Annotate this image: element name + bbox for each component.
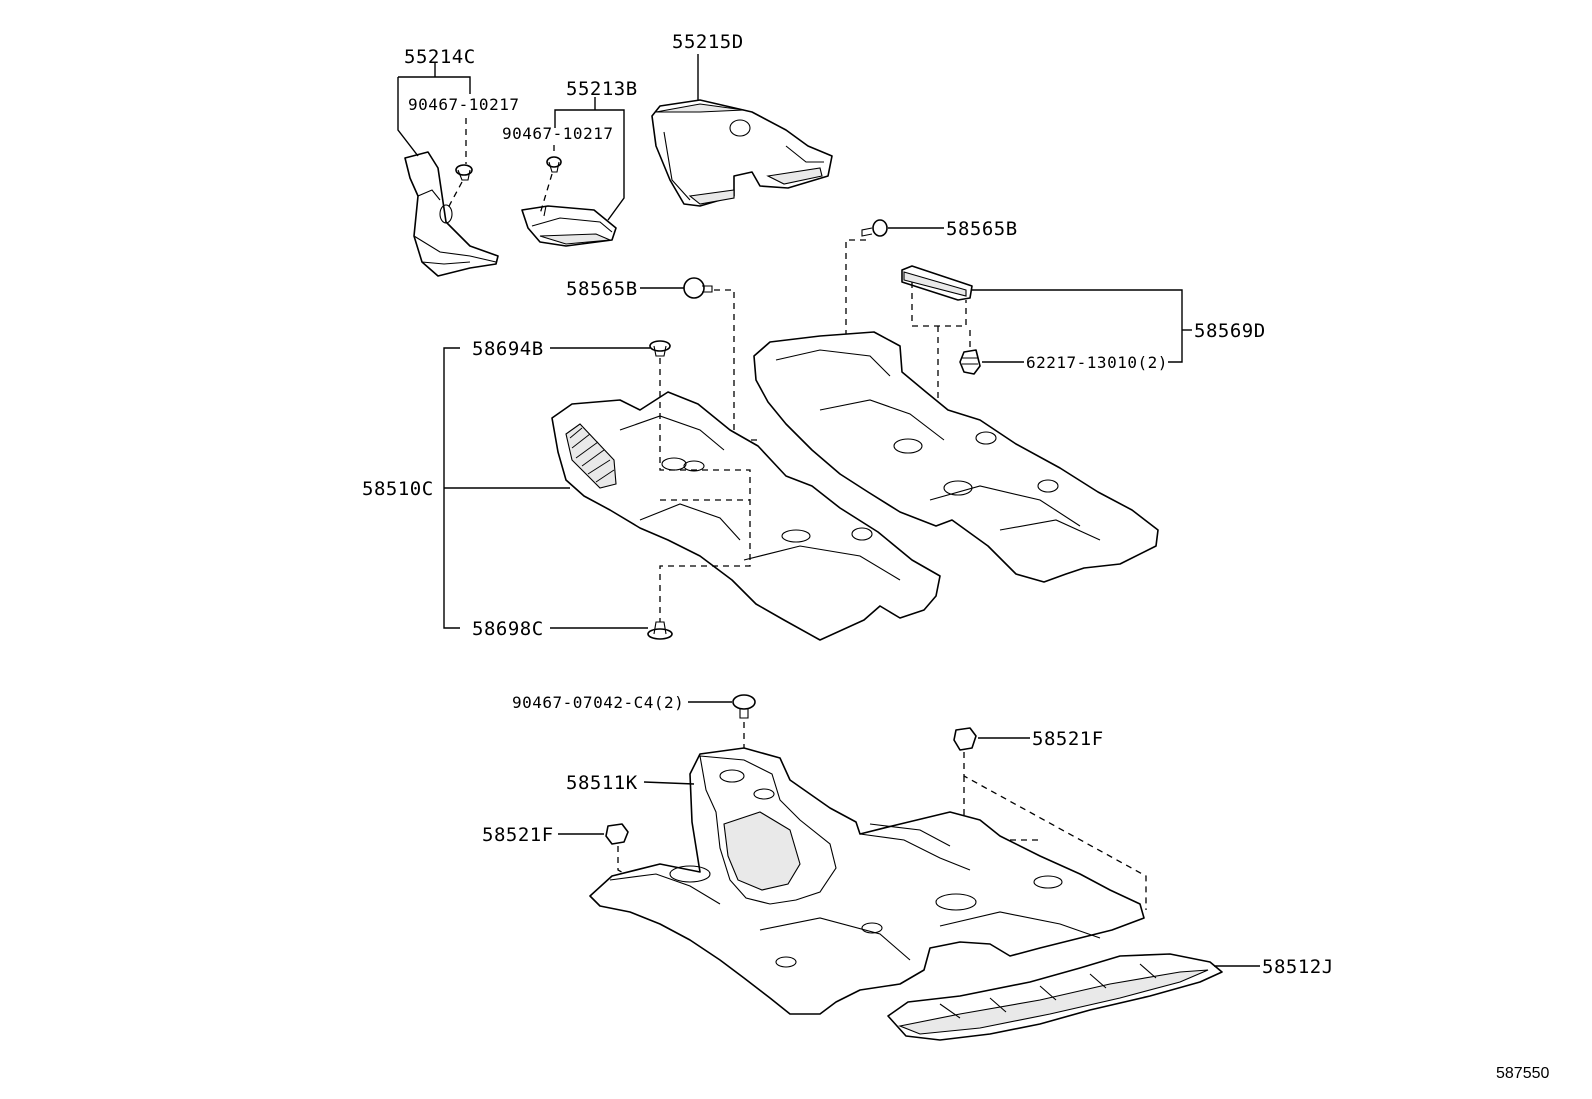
label-90467-10217-a[interactable]: 90467-10217: [408, 95, 519, 114]
clip-58694b-drawing[interactable]: [649, 340, 671, 357]
bracket-58569d: [972, 289, 1183, 363]
clip-62217-13010-drawing[interactable]: [959, 349, 981, 375]
label-58521f-right[interactable]: 58521F: [1032, 728, 1104, 750]
dash-58694b: [659, 358, 751, 622]
clip-90467-10217-a-drawing[interactable]: [455, 164, 473, 181]
dash-58569d: [911, 282, 967, 327]
leader-55214c: [397, 77, 419, 157]
label-58565b-right[interactable]: 58565B: [946, 218, 1018, 240]
label-55213b[interactable]: 55213B: [566, 78, 638, 100]
clip-58698c-drawing[interactable]: [647, 621, 673, 640]
bracket-55213b: [554, 109, 625, 221]
label-58698c[interactable]: 58698C: [472, 618, 544, 640]
clip-90467-07042-drawing[interactable]: [732, 694, 756, 719]
label-55214c[interactable]: 55214C: [404, 46, 476, 68]
clip-58565b-left-drawing[interactable]: [683, 277, 713, 299]
clip-58521f-left-drawing[interactable]: [605, 823, 629, 845]
label-58512j[interactable]: 58512J: [1262, 956, 1334, 978]
part-55214c-drawing[interactable]: [404, 151, 499, 277]
part-58569d-drawing[interactable]: [901, 265, 973, 301]
label-58511k[interactable]: 58511K: [566, 772, 638, 794]
dash-clip-b-to-part: [539, 173, 553, 215]
hatch-lines: [569, 427, 615, 483]
part-58510c-drawing[interactable]: [551, 331, 1159, 641]
label-62217-13010[interactable]: 62217-13010(2): [1026, 353, 1168, 372]
label-90467-07042[interactable]: 90467-07042-C4(2): [512, 693, 684, 712]
part-55213b-drawing[interactable]: [521, 205, 617, 247]
clip-58521f-right-drawing[interactable]: [953, 727, 977, 751]
label-58565b-left[interactable]: 58565B: [566, 278, 638, 300]
label-90467-10217-b[interactable]: 90467-10217: [502, 124, 613, 143]
label-58521f-left[interactable]: 58521F: [482, 824, 554, 846]
part-58512j-drawing[interactable]: [887, 953, 1223, 1041]
part-55215d-drawing[interactable]: [651, 99, 833, 207]
dash-58565b-left: [714, 289, 760, 441]
dash-58521f-right-b: [963, 776, 1040, 841]
dash-clip-a-to-part: [447, 181, 463, 209]
leader-58511k: [643, 781, 695, 785]
part-58511k-drawing[interactable]: [589, 747, 1145, 1015]
label-55215d[interactable]: 55215D: [672, 31, 744, 53]
clip-90467-10217-b-drawing[interactable]: [546, 156, 562, 173]
label-58510c[interactable]: 58510C: [362, 478, 434, 500]
dash-58521f-right: [963, 752, 1147, 910]
clip-58565b-right-drawing[interactable]: [861, 219, 888, 237]
label-58694b[interactable]: 58694B: [472, 338, 544, 360]
bracket-55214c: [398, 76, 471, 94]
diagram-reference-number: 587550: [1496, 1065, 1549, 1082]
label-58569d[interactable]: 58569D: [1194, 320, 1266, 342]
